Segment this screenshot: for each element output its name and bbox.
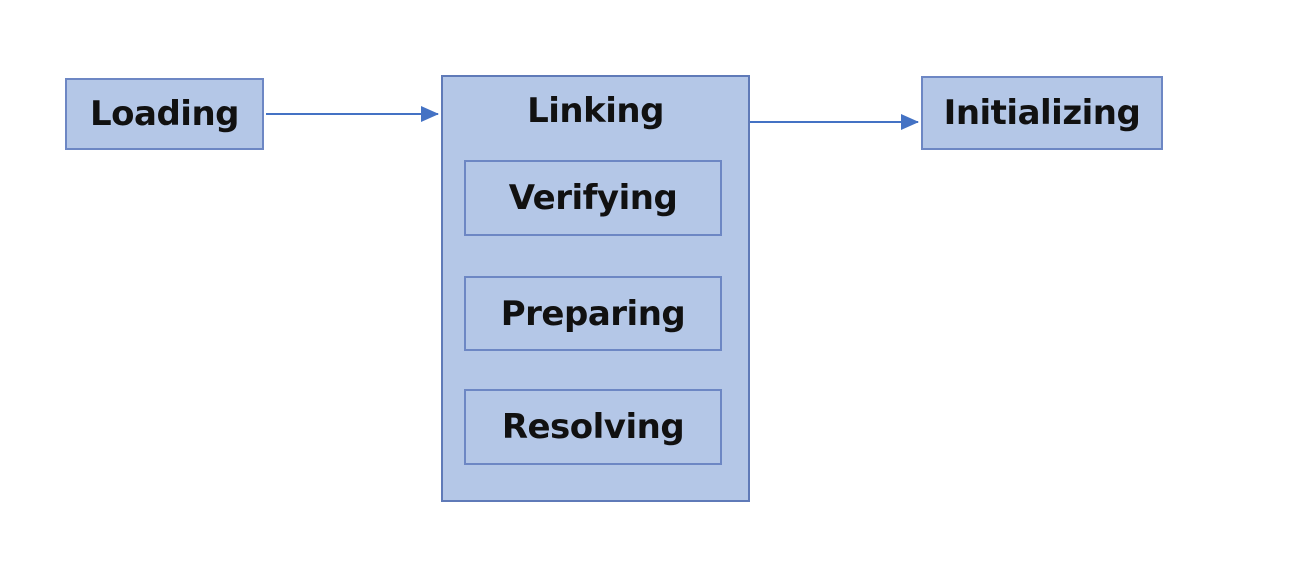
node-initializing: Initializing — [921, 76, 1163, 150]
node-verifying-label: Verifying — [508, 178, 678, 218]
node-resolving: Resolving — [464, 389, 722, 465]
node-preparing-label: Preparing — [500, 293, 686, 334]
node-resolving-label: Resolving — [501, 407, 685, 447]
node-preparing: Preparing — [464, 276, 722, 351]
node-linking-label: Linking — [527, 91, 664, 131]
node-loading-label: Loading — [89, 94, 240, 134]
node-loading: Loading — [65, 78, 264, 150]
node-initializing-label: Initializing — [943, 93, 1141, 133]
node-verifying: Verifying — [464, 160, 722, 236]
